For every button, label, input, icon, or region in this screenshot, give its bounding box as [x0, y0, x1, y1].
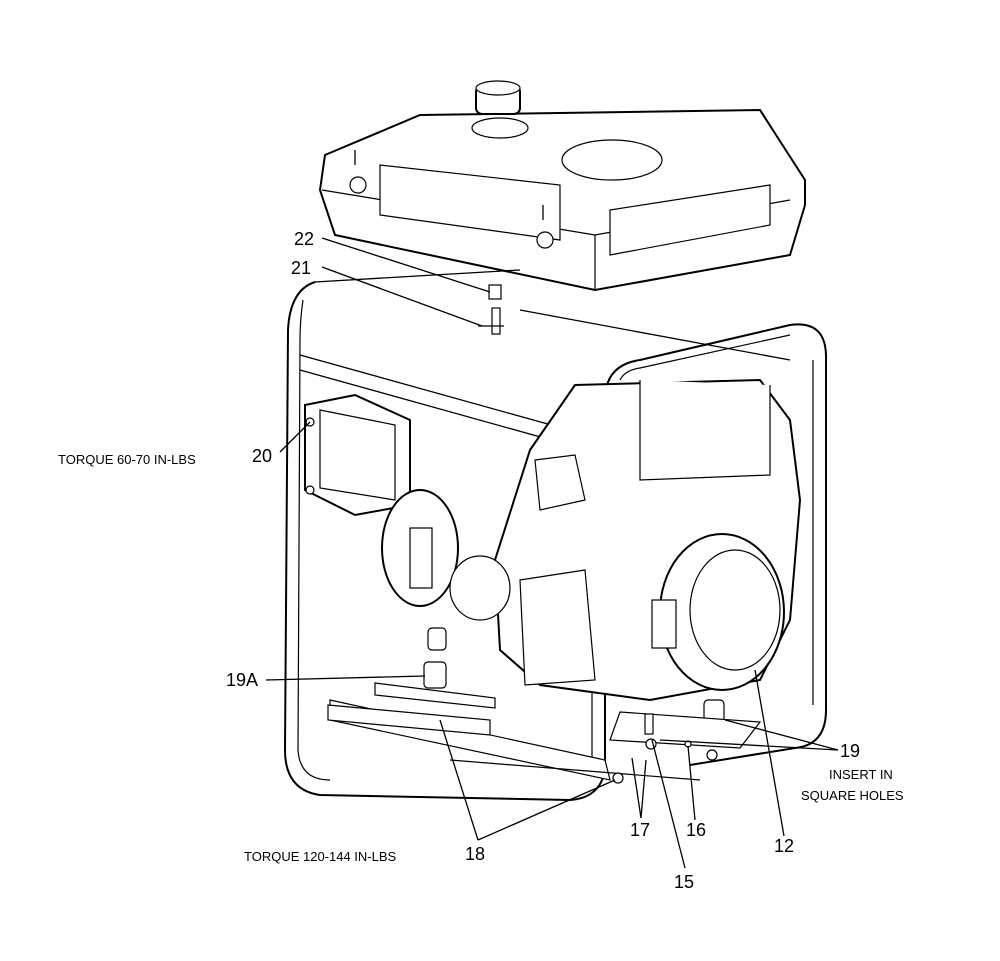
callout-18: 18 — [465, 844, 485, 864]
insert-note-line1: INSERT IN — [829, 767, 893, 782]
vibration-mounts — [423, 627, 725, 723]
torque-note-upper: TORQUE 60-70 IN-LBS — [58, 452, 196, 467]
fasteners — [612, 713, 718, 784]
mounting-rails — [327, 682, 762, 749]
callout-17: 17 — [630, 820, 650, 840]
callout-16: 16 — [686, 820, 706, 840]
callout-12: 12 — [774, 836, 794, 856]
insert-note-line2: SQUARE HOLES — [801, 788, 904, 803]
callout-19: 19 — [840, 741, 860, 761]
callout-15: 15 — [674, 872, 694, 892]
callout-21: 21 — [291, 258, 311, 278]
alternator — [381, 489, 511, 621]
fuel-fittings — [478, 284, 504, 335]
engine — [493, 378, 802, 702]
callout-22: 22 — [294, 229, 314, 249]
torque-note-lower: TORQUE 120-144 IN-LBS — [244, 849, 397, 864]
callout-19a: 19A — [226, 670, 258, 690]
callout-20: 20 — [252, 446, 272, 466]
control-panel — [304, 393, 411, 517]
leader-lines — [265, 237, 839, 869]
fuel-tank — [318, 80, 806, 292]
